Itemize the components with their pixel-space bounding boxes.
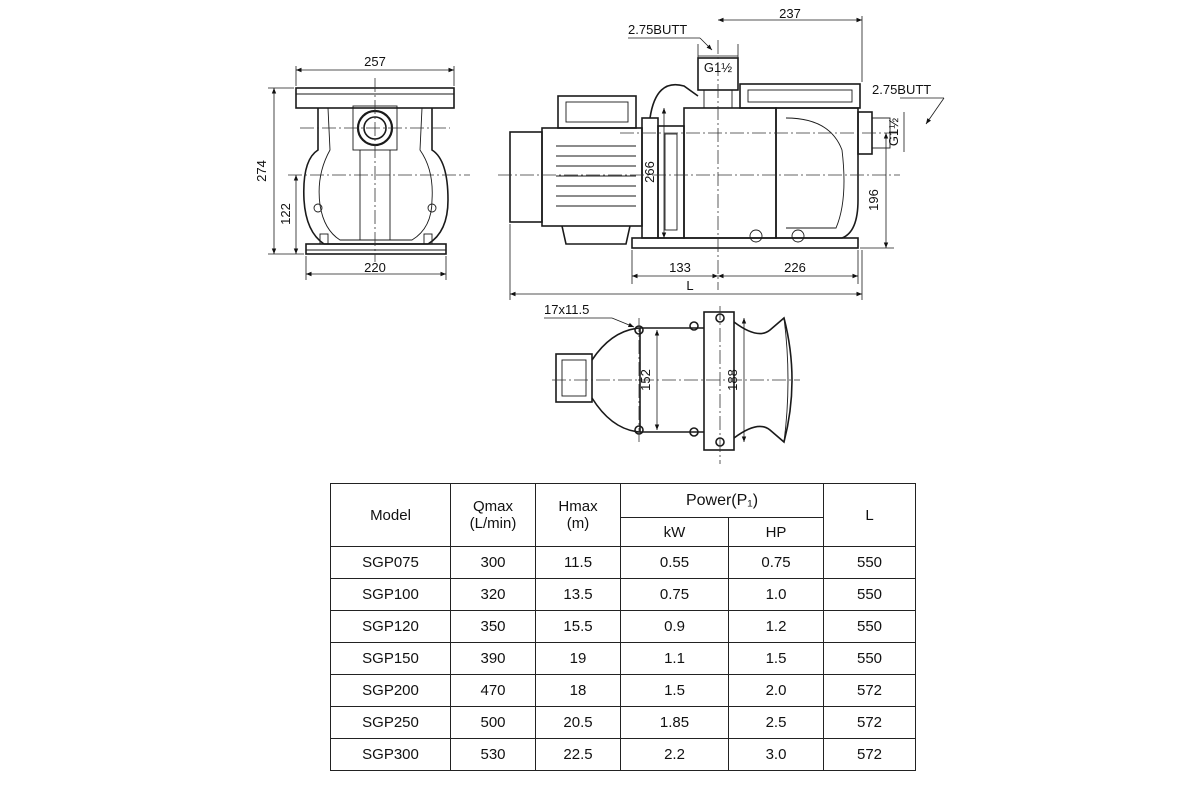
dim-front-height: 274: [254, 160, 269, 182]
header-qmax-unit: (L/min): [469, 515, 517, 532]
cell-kw: 0.55: [620, 546, 729, 579]
dim-inlet-label: 2.75BUTT: [628, 22, 687, 37]
cell-kw: 2.2: [620, 738, 729, 771]
pump-technical-drawing: 257 274 122 220: [254, 6, 945, 464]
table-row: SGP120 350 15.5 0.9 1.2 550: [330, 610, 916, 643]
dim-mount-width-inner: 152: [638, 369, 653, 391]
cell-kw: 1.5: [620, 674, 729, 707]
dim-inlet-thread: G1½: [704, 60, 732, 75]
cell-qmax: 530: [450, 738, 536, 771]
dim-front-base-width: 220: [364, 260, 386, 275]
cell-hp: 1.2: [728, 610, 824, 643]
dim-outlet-height: 196: [866, 189, 881, 211]
dim-side-height: 266: [642, 161, 657, 183]
cell-model: SGP250: [330, 706, 451, 739]
cell-length: 550: [823, 642, 916, 675]
dim-front-axis-height: 122: [278, 203, 293, 225]
cell-length: 550: [823, 610, 916, 643]
cell-kw: 1.85: [620, 706, 729, 739]
cell-length: 572: [823, 706, 916, 739]
cell-qmax: 470: [450, 674, 536, 707]
table-row: SGP250 500 20.5 1.85 2.5 572: [330, 706, 916, 739]
side-view: 237 2.75BUTT G1½ 2.75BUTT G1½ 266 196 13…: [498, 6, 945, 300]
table-row: SGP100 320 13.5 0.75 1.0 550: [330, 578, 916, 611]
dim-overall-length: L: [686, 278, 693, 293]
cell-model: SGP075: [330, 546, 451, 579]
header-kw: kW: [620, 517, 729, 547]
cell-qmax: 320: [450, 578, 536, 611]
cell-model: SGP150: [330, 642, 451, 675]
header-hmax: Hmax (m): [535, 483, 621, 547]
dim-mount-holes: 17x11.5: [544, 302, 589, 317]
table-row: SGP075 300 11.5 0.55 0.75 550: [330, 546, 916, 579]
cell-hp: 0.75: [728, 546, 824, 579]
cell-hp: 1.0: [728, 578, 824, 611]
cell-kw: 0.75: [620, 578, 729, 611]
header-power: Power(P₁): [620, 483, 824, 518]
cell-model: SGP100: [330, 578, 451, 611]
bottom-view: 17x11.5 152 188: [544, 302, 800, 464]
table-row: SGP150 390 19 1.1 1.5 550: [330, 642, 916, 675]
cell-hp: 2.5: [728, 706, 824, 739]
dim-side-top-right: 237: [779, 6, 801, 21]
dim-front-top-width: 257: [364, 54, 386, 69]
cell-hp: 2.0: [728, 674, 824, 707]
cell-length: 572: [823, 674, 916, 707]
cell-kw: 1.1: [620, 642, 729, 675]
cell-hmax: 13.5: [535, 578, 621, 611]
cell-model: SGP120: [330, 610, 451, 643]
cell-qmax: 350: [450, 610, 536, 643]
header-qmax-label: Qmax: [472, 498, 513, 515]
cell-hmax: 15.5: [535, 610, 621, 643]
dim-mount-width-outer: 188: [725, 369, 740, 391]
cell-length: 572: [823, 738, 916, 771]
header-model: Model: [330, 483, 451, 547]
cell-hmax: 11.5: [535, 546, 621, 579]
cell-length: 550: [823, 578, 916, 611]
header-hp: HP: [728, 517, 824, 547]
dim-base-right: 226: [784, 260, 806, 275]
header-length: L: [823, 483, 916, 547]
cell-hmax: 20.5: [535, 706, 621, 739]
dim-outlet-thread: G1½: [886, 118, 901, 146]
header-qmax: Qmax (L/min): [450, 483, 536, 547]
cell-model: SGP300: [330, 738, 451, 771]
spec-table: Model Qmax (L/min) Hmax (m) Power(P₁) L …: [330, 483, 916, 771]
cell-hmax: 18: [535, 674, 621, 707]
cell-qmax: 500: [450, 706, 536, 739]
dim-outlet-label: 2.75BUTT: [872, 82, 931, 97]
table-row: SGP300 530 22.5 2.2 3.0 572: [330, 738, 916, 771]
cell-qmax: 300: [450, 546, 536, 579]
header-hmax-unit: (m): [566, 515, 590, 532]
cell-hp: 1.5: [728, 642, 824, 675]
table-row: SGP200 470 18 1.5 2.0 572: [330, 674, 916, 707]
cell-hp: 3.0: [728, 738, 824, 771]
cell-hmax: 19: [535, 642, 621, 675]
dim-base-left: 133: [669, 260, 691, 275]
front-view: 257 274 122 220: [254, 54, 470, 280]
cell-length: 550: [823, 546, 916, 579]
cell-qmax: 390: [450, 642, 536, 675]
cell-model: SGP200: [330, 674, 451, 707]
header-hmax-label: Hmax: [558, 498, 598, 515]
cell-hmax: 22.5: [535, 738, 621, 771]
cell-kw: 0.9: [620, 610, 729, 643]
